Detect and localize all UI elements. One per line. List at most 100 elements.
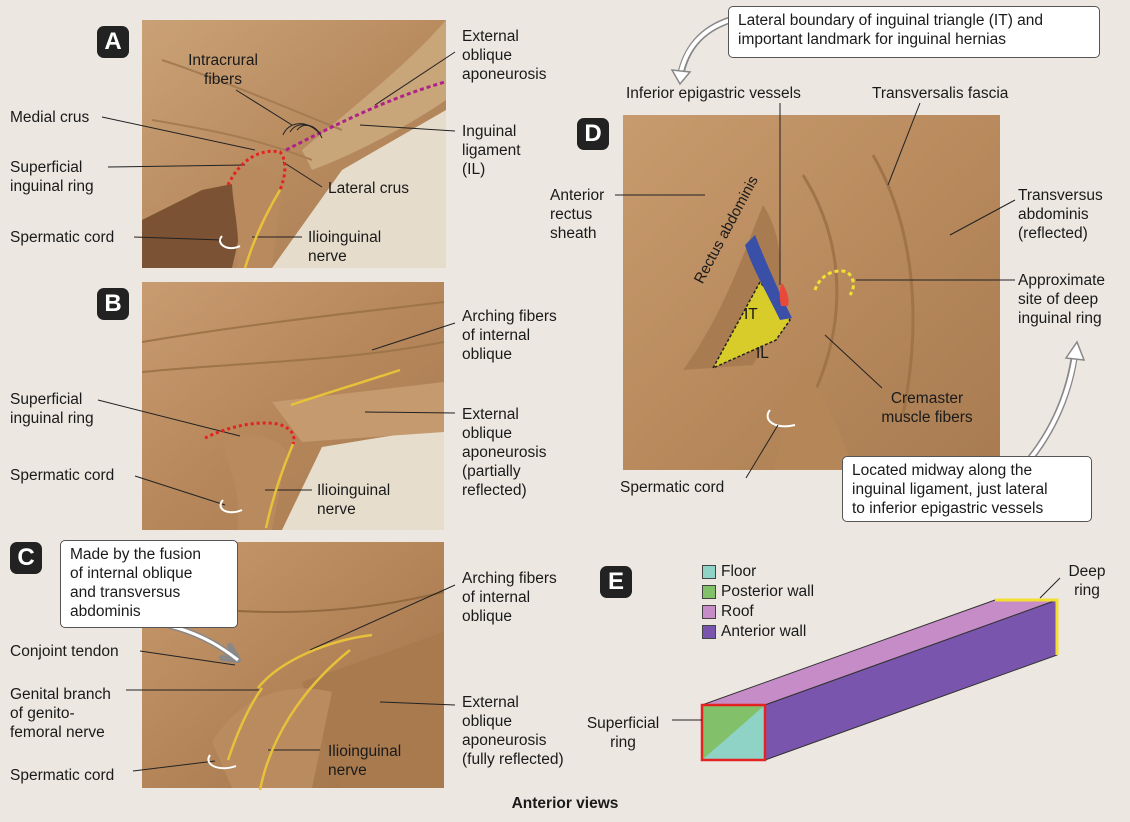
callout-d-top-arrow-shadow xyxy=(676,16,732,79)
label-d-transversalis: Transversalis fascia xyxy=(872,85,1009,102)
epigastric-artery-red xyxy=(779,283,789,306)
leader-e-deep xyxy=(1039,577,1061,599)
legend-swatch-roof xyxy=(702,605,716,619)
legend-swatch-posterior-wall xyxy=(702,585,716,599)
genital-branch-nerve xyxy=(257,633,373,689)
callout-d-bottom-arrow-shadow xyxy=(1022,351,1079,468)
photo-c-art xyxy=(142,542,444,788)
callout-d-bottom-arrowhead xyxy=(1064,340,1086,361)
label-c-genital-branch: Genital branch of genito- femoral nerve xyxy=(10,686,111,741)
label-d-anterior-rectus: Anterior rectus sheath xyxy=(550,187,605,242)
callout-c-arrow-shadow xyxy=(167,623,241,663)
leader-d-cremaster xyxy=(824,334,883,389)
label-e-deep-ring: Deep ring xyxy=(1068,563,1106,599)
canal-posterior-end xyxy=(702,705,765,760)
leader-c-external-oblique xyxy=(379,701,456,706)
label-a-external-oblique: External oblique aponeurosis xyxy=(462,28,547,83)
cord-loop-d xyxy=(766,409,796,428)
callout-d-lateral-boundary: Lateral boundary of inguinal triangle (I… xyxy=(728,6,1100,58)
label-e-superficial-ring: Superficial ring xyxy=(586,715,660,751)
label-c-conjoint: Conjoint tendon xyxy=(10,643,119,660)
callout-d-deep-ring: Located midway along the inguinal ligame… xyxy=(842,456,1092,522)
badge-e: E xyxy=(600,566,632,598)
superficial-ring-outline xyxy=(700,703,767,762)
legend-label-anterior-wall: Anterior wall xyxy=(721,623,807,640)
leader-a-external-oblique xyxy=(374,51,456,106)
callout-d-top-arrow xyxy=(678,18,731,77)
label-d-epigastric: Inferior epigastric vessels xyxy=(626,85,801,102)
leader-b-external-oblique xyxy=(364,411,456,414)
label-d-spermatic-cord: Spermatic cord xyxy=(620,479,725,496)
badge-c: C xyxy=(10,542,42,574)
intracrural-arcs xyxy=(282,123,323,139)
label-c-spermatic-cord: Spermatic cord xyxy=(10,767,115,784)
leader-d-transversus xyxy=(949,199,1016,236)
cord-loop-a xyxy=(219,235,241,250)
superficial-ring-dotted-b xyxy=(204,421,296,445)
photo-b-art xyxy=(142,282,444,530)
ilioinguinal-nerve-a xyxy=(243,189,282,269)
legend-label-roof: Roof xyxy=(721,603,754,620)
photo-panel-d xyxy=(623,115,1000,470)
callout-d-top-arrowhead xyxy=(670,69,692,86)
label-d-deep-ring-site: Approximate site of deep inguinal ring xyxy=(1018,272,1106,327)
leader-c-spermatic-cord xyxy=(132,760,216,772)
deep-ring-outline xyxy=(995,598,1059,655)
label-b-external-oblique: External oblique aponeurosis (partially … xyxy=(462,406,547,499)
cord-loop-c xyxy=(207,754,237,770)
label-b-spermatic-cord: Spermatic cord xyxy=(10,467,115,484)
deep-ring-dotted xyxy=(813,269,855,296)
legend-label-posterior-wall: Posterior wall xyxy=(721,583,815,600)
label-d-it: IT xyxy=(744,306,758,323)
label-c-arching: Arching fibers of internal oblique xyxy=(462,570,557,625)
inguinal-ligament-dotted xyxy=(285,80,446,152)
label-d-il: IL xyxy=(756,345,769,362)
leader-d-transversalis xyxy=(887,102,921,186)
photo-d-art xyxy=(623,115,1000,470)
photo-panel-b xyxy=(142,282,444,530)
superficial-ring-dotted-a xyxy=(226,149,287,191)
leader-b-superficial-ring xyxy=(97,399,241,437)
leader-c-conjoint xyxy=(139,650,236,666)
label-a-lateral-crus: Lateral crus xyxy=(328,180,409,197)
label-d-cremaster: Cremaster muscle fibers xyxy=(881,390,973,426)
legend-swatch-floor xyxy=(702,565,716,579)
genital-branch-lower xyxy=(226,687,264,761)
legend-label-floor: Floor xyxy=(721,563,757,580)
label-c-ilioinguinal: Ilioinguinal nerve xyxy=(328,743,402,779)
callout-d-bottom-arrow xyxy=(1023,353,1077,467)
leader-d-spermatic-cord xyxy=(745,424,779,479)
label-a-intracrural: Intracrural fibers xyxy=(188,52,258,88)
figure-caption: Anterior views xyxy=(511,795,619,812)
leader-a-lateral-crus xyxy=(282,161,323,188)
label-d-transversus: Transversus abdominis (reflected) xyxy=(1018,187,1103,242)
badge-b: B xyxy=(97,288,129,320)
label-a-superficial-ring: Superficial inguinal ring xyxy=(10,159,94,195)
badge-d: D xyxy=(577,118,609,150)
leader-a-spermatic-cord xyxy=(133,236,223,241)
label-b-ilioinguinal: Ilioinguinal nerve xyxy=(317,482,391,518)
leader-a-inguinal-ligament xyxy=(359,124,456,132)
cord-loop-b xyxy=(219,499,243,514)
label-a-spermatic-cord: Spermatic cord xyxy=(10,229,115,246)
badge-a: A xyxy=(97,26,129,58)
ilioinguinal-nerve-b xyxy=(264,443,295,529)
label-a-medial-crus: Medial crus xyxy=(10,109,90,126)
inguinal-triangle xyxy=(711,280,791,370)
label-b-arching: Arching fibers of internal oblique xyxy=(462,308,557,363)
label-a-inguinal-ligament: Inguinal ligament (IL) xyxy=(462,123,521,178)
leader-b-spermatic-cord xyxy=(134,475,226,506)
legend-swatch-anterior-wall xyxy=(702,625,716,639)
leader-c-arching xyxy=(309,584,456,651)
label-a-ilioinguinal: Ilioinguinal nerve xyxy=(308,229,382,265)
callout-c-conjoint-origin: Made by the fusion of internal oblique a… xyxy=(60,540,238,628)
photo-panel-c xyxy=(142,542,444,788)
ilioinguinal-nerve-c xyxy=(258,649,351,791)
leader-b-arching xyxy=(371,322,456,351)
label-b-superficial-ring: Superficial inguinal ring xyxy=(10,391,94,427)
callout-c-arrow xyxy=(169,624,239,662)
label-c-external-oblique: External oblique aponeurosis (fully refl… xyxy=(462,694,564,768)
nerve-b-upper xyxy=(290,368,401,407)
